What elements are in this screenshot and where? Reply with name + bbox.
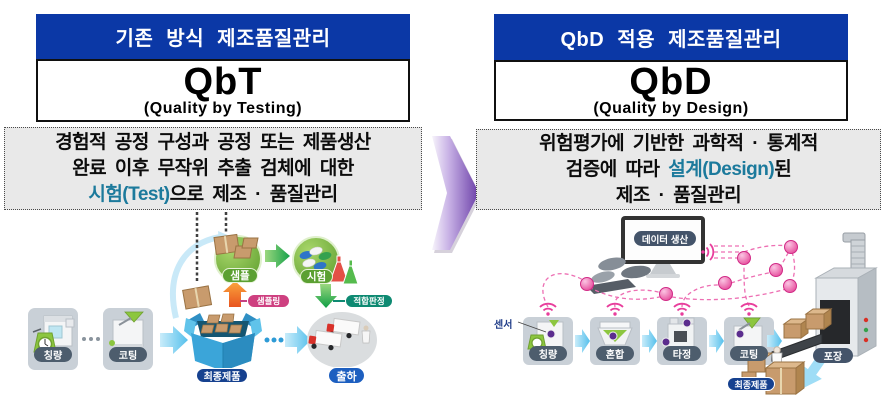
right-process-diagram [517,216,878,395]
right-acronym-box: QbD (Quality by Design) [494,60,848,121]
left-sampling-label: 샘플링 [247,294,290,308]
dots-connector [82,337,100,341]
flow-arrow-icon [767,329,782,353]
right-desc-line2-post: 된 [774,158,792,180]
right-step-mixing-label: 혼합 [596,346,634,361]
worker-icon [361,325,371,344]
left-desc-line3: 시험(Test)으로 제조 · 품질관리 [88,182,339,208]
open-carton-icon [184,313,262,371]
dots-connector [264,337,284,343]
conveyor-icon [771,308,833,362]
left-desc-line2: 완료 이후 무작위 추출 검체에 대한 [72,157,354,179]
delivery-truck-icon [307,312,377,368]
sampling-arrow-icon [223,281,247,307]
right-description: 위험평가에 기반한 과학적 · 통계적 검증에 따라 설계(Design)된 제… [476,129,881,210]
right-desc-line3: 제조 · 품질관리 [615,184,742,206]
left-acronym-full: (Quality by Testing) [143,100,303,118]
right-desc-line2-pre: 검증에 따라 [565,158,669,180]
left-step-coating-label: 코팅 [109,347,147,362]
left-header: 기존 방식 제조품질관리 [36,14,410,59]
flow-arrow-icon [160,326,188,354]
left-final-product-label: 최종제품 [196,368,248,383]
right-packaging-label: 포장 [813,348,853,363]
left-process-diagram [28,212,377,371]
right-sensor-label: 센서 [494,320,513,331]
left-pass-judgment-label: 적합판정 [345,294,393,308]
right-header: QbD 적용 제조품질관리 [494,14,848,60]
packaging-machine-icon [814,232,878,357]
left-desc-line1: 경험적 공정 구성과 공정 또는 제품생산 [55,131,371,153]
right-data-production-label: 데이터 생산 [634,231,696,246]
center-transition-arrow-icon [432,136,481,253]
flow-arrow-icon [709,329,724,353]
right-step-tableting-label: 타정 [663,346,701,361]
flow-arrow-icon [265,244,290,268]
right-desc-line2-highlight: 설계(Design) [668,158,775,180]
wifi-icon [539,302,758,316]
right-final-product-label: 최종제품 [727,377,775,391]
monitor-icon [586,216,705,294]
left-description: 경험적 공정 구성과 공정 또는 제품생산 완료 이후 무작위 추출 검체에 대… [4,127,422,210]
left-test-label: 시험 [300,269,333,284]
left-acronym-box: QbT (Quality by Testing) [36,59,410,122]
left-sample-label: 샘플 [222,268,258,283]
flow-arrow-icon [575,329,590,353]
right-step-coating-label: 코팅 [730,346,768,361]
left-desc-line3-rest: 으로 제조 · 품질관리 [169,183,339,205]
right-step-weighing-label: 칭량 [529,346,567,361]
left-step-weighing-label: 칭량 [34,347,72,362]
left-shipping-label: 출하 [328,367,365,384]
data-sphere-icon [580,240,798,301]
wifi-icon [701,243,715,261]
right-desc-line2: 검증에 따라 설계(Design)된 [565,157,792,183]
crane-hook-icon [169,212,230,319]
sensor-pointer-line [517,321,547,333]
right-desc-line1: 위험평가에 기반한 과학적 · 통계적 [539,132,818,154]
flow-arrow-icon [642,329,657,353]
right-acronym-full: (Quality by Design) [593,100,749,118]
right-acronym: QbD [629,61,713,104]
judgment-arrow-icon [315,284,337,308]
flow-arrow-icon [285,326,311,354]
left-acronym: QbT [183,61,263,104]
left-desc-line3-highlight: 시험(Test) [88,183,170,205]
